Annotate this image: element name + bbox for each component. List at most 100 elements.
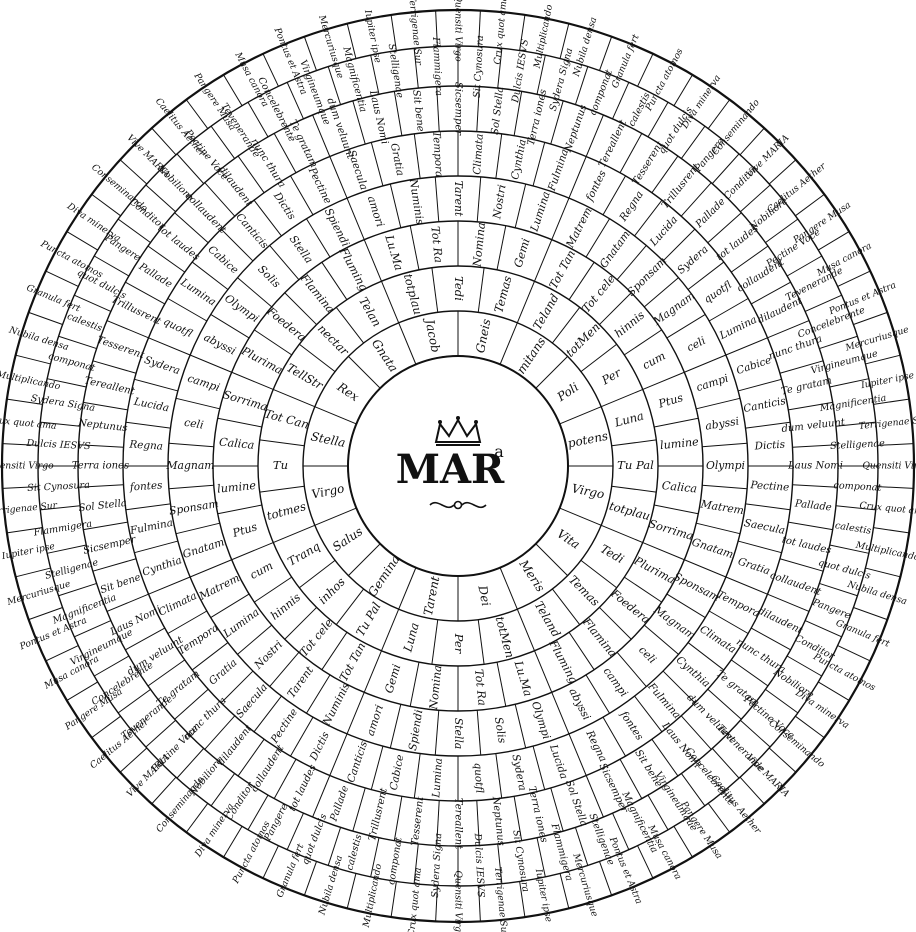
ring-1-label: Rex bbox=[334, 379, 362, 404]
ring-8-label: Puncta atomos bbox=[810, 651, 877, 694]
ring-2-label: Tedi bbox=[452, 276, 466, 301]
ring-8-label: Puncta atomos bbox=[38, 238, 105, 281]
ring-2-label: Luna bbox=[400, 621, 421, 654]
ring-5-label: Regna bbox=[617, 189, 646, 224]
spoke bbox=[517, 609, 534, 651]
ring-8-label: Conseminando bbox=[766, 718, 827, 771]
ring-6-label: Neptunus bbox=[562, 103, 589, 154]
ring-5-label: fontes bbox=[617, 708, 646, 742]
ring-5-label: Lucida bbox=[647, 214, 680, 249]
spoke bbox=[769, 748, 796, 772]
ring-5-label: Dictis bbox=[270, 189, 297, 222]
ring-6-label: dilaudent bbox=[756, 295, 805, 326]
spoke bbox=[364, 240, 381, 282]
ring-4-label: Magnam bbox=[650, 289, 697, 328]
spoke bbox=[702, 485, 747, 489]
spoke bbox=[533, 746, 545, 789]
spoke bbox=[364, 651, 381, 693]
ring-4-label: campi bbox=[601, 665, 631, 699]
spoke bbox=[414, 134, 420, 179]
spoke bbox=[391, 881, 396, 917]
ring-8-label: Vive MARIA bbox=[125, 752, 173, 800]
spoke bbox=[330, 157, 347, 199]
ring-7-label: Sydera Signa bbox=[430, 833, 444, 899]
spoke bbox=[500, 323, 517, 365]
ring-4-label: Sponsam bbox=[168, 497, 219, 518]
ring-5-label: Tempora bbox=[430, 131, 445, 178]
spoke bbox=[218, 505, 262, 514]
ring-6-label: Trillusrent bbox=[367, 786, 390, 842]
ring-5-label: Climata bbox=[697, 623, 738, 656]
ring-4-label: Stella bbox=[452, 718, 465, 749]
ring-4-label: amori bbox=[364, 703, 386, 737]
spoke bbox=[274, 759, 296, 798]
ring-8-label: Quensiti Virgo bbox=[453, 0, 464, 62]
ring-4-label: Gnatam bbox=[597, 228, 633, 270]
spoke bbox=[478, 620, 484, 665]
spoke bbox=[348, 356, 380, 388]
ring-4-label: Numinis bbox=[406, 177, 426, 226]
spoke bbox=[738, 379, 781, 391]
ring-4-label: Magnam bbox=[165, 459, 214, 472]
ring-4-label: Olympi bbox=[222, 292, 261, 325]
spoke bbox=[92, 194, 121, 215]
ring-7-label: componat bbox=[833, 480, 882, 494]
ring-6-label: Pallade bbox=[328, 784, 351, 824]
spoke bbox=[746, 504, 791, 510]
spoke bbox=[347, 873, 356, 908]
monogram: MAR bbox=[396, 446, 505, 493]
ring-4-label: amori bbox=[365, 194, 387, 228]
ring-5-label: Pectine bbox=[268, 706, 300, 746]
ring-3-label: hinnis bbox=[612, 308, 647, 340]
ring-5-label: Cabice bbox=[388, 754, 407, 792]
ring-3-label: Tot Tan bbox=[547, 248, 578, 291]
ring-8-label: Conseminando bbox=[710, 97, 763, 158]
spoke bbox=[313, 775, 330, 817]
spoke bbox=[435, 177, 439, 222]
spoke bbox=[347, 692, 364, 734]
ring-1-label: Tarent bbox=[421, 575, 442, 617]
ring-1-label: Jacob bbox=[422, 315, 443, 354]
ring-1-label: Stella bbox=[310, 429, 347, 450]
ring-5-label: quotfl bbox=[702, 279, 734, 306]
ring-2-label: Temas bbox=[566, 573, 602, 609]
ring-6-label: Terra iones bbox=[526, 88, 549, 146]
ring-7-label: calestis bbox=[834, 520, 872, 537]
spoke bbox=[612, 440, 657, 446]
ring-8-label: Vive MARIA bbox=[744, 752, 792, 800]
ring-2-label: totplau bbox=[401, 272, 425, 316]
ring-2-label: Teland bbox=[530, 291, 562, 332]
ring-7-label: Stelligenae bbox=[386, 43, 405, 99]
spoke bbox=[767, 594, 809, 611]
spoke bbox=[740, 777, 764, 804]
ring-6-label: nunc thura bbox=[767, 334, 823, 363]
ring-6-label: Neptunus bbox=[490, 795, 507, 846]
ring-5-label: Dictis bbox=[307, 730, 332, 763]
ring-2-label: Tu bbox=[273, 458, 288, 472]
ring-2-label: Tu Pal bbox=[353, 600, 384, 639]
ring-4-label: Lumina bbox=[220, 605, 262, 640]
ring-5-label: quotfl bbox=[471, 762, 485, 793]
spoke bbox=[702, 443, 747, 447]
ring-5-label: Canticis bbox=[345, 740, 370, 784]
spoke bbox=[93, 361, 136, 373]
ring-3-label: lumine bbox=[659, 435, 699, 452]
ring-8-label: Crux quot ama bbox=[406, 867, 424, 932]
spoke bbox=[390, 704, 401, 748]
ring-3-label: Sorrima bbox=[221, 388, 269, 414]
ring-6-label: Tesserent bbox=[96, 335, 147, 362]
ring-6-label: Tereallent bbox=[83, 375, 136, 397]
ring-3-label: Fluming bbox=[336, 245, 370, 294]
ring-5-label: Gratia bbox=[388, 142, 406, 177]
spoke bbox=[211, 126, 235, 158]
ring-7-label: componat bbox=[386, 836, 404, 885]
ring-6-label: collaudent bbox=[769, 570, 824, 598]
ring-4-label: Numinis bbox=[319, 680, 352, 728]
ring-4-label: campi bbox=[186, 372, 221, 395]
spoke bbox=[152, 777, 176, 804]
spoke bbox=[818, 682, 849, 701]
ring-3-label: Calica bbox=[661, 479, 697, 495]
ring-1-label: potens bbox=[567, 429, 610, 451]
ring-3-label: Plurima bbox=[631, 554, 677, 587]
ring-7-label: Magnificentia bbox=[818, 393, 887, 415]
